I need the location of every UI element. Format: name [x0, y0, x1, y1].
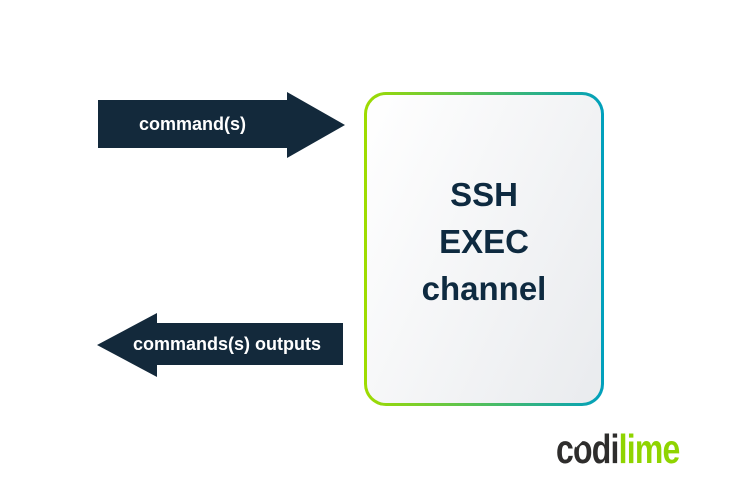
outputs-arrow-label: commands(s) outputs: [132, 333, 321, 354]
codilime-logo: codilime: [556, 429, 680, 470]
outputs-arrow-left: commands(s) outputs: [97, 313, 343, 377]
logo-text-codi: codi: [556, 426, 619, 472]
box-line-channel: channel: [421, 269, 547, 307]
ssh-exec-channel-box: SSH EXEC channel: [364, 92, 604, 406]
ssh-exec-channel-box-fill: SSH EXEC channel: [367, 95, 601, 403]
box-line-exec: EXEC: [439, 222, 529, 260]
command-arrow-right: command(s): [98, 92, 345, 158]
box-line-ssh: SSH: [450, 175, 518, 213]
command-arrow-label: command(s): [138, 113, 246, 134]
logo-text-lime: lime: [618, 426, 681, 472]
